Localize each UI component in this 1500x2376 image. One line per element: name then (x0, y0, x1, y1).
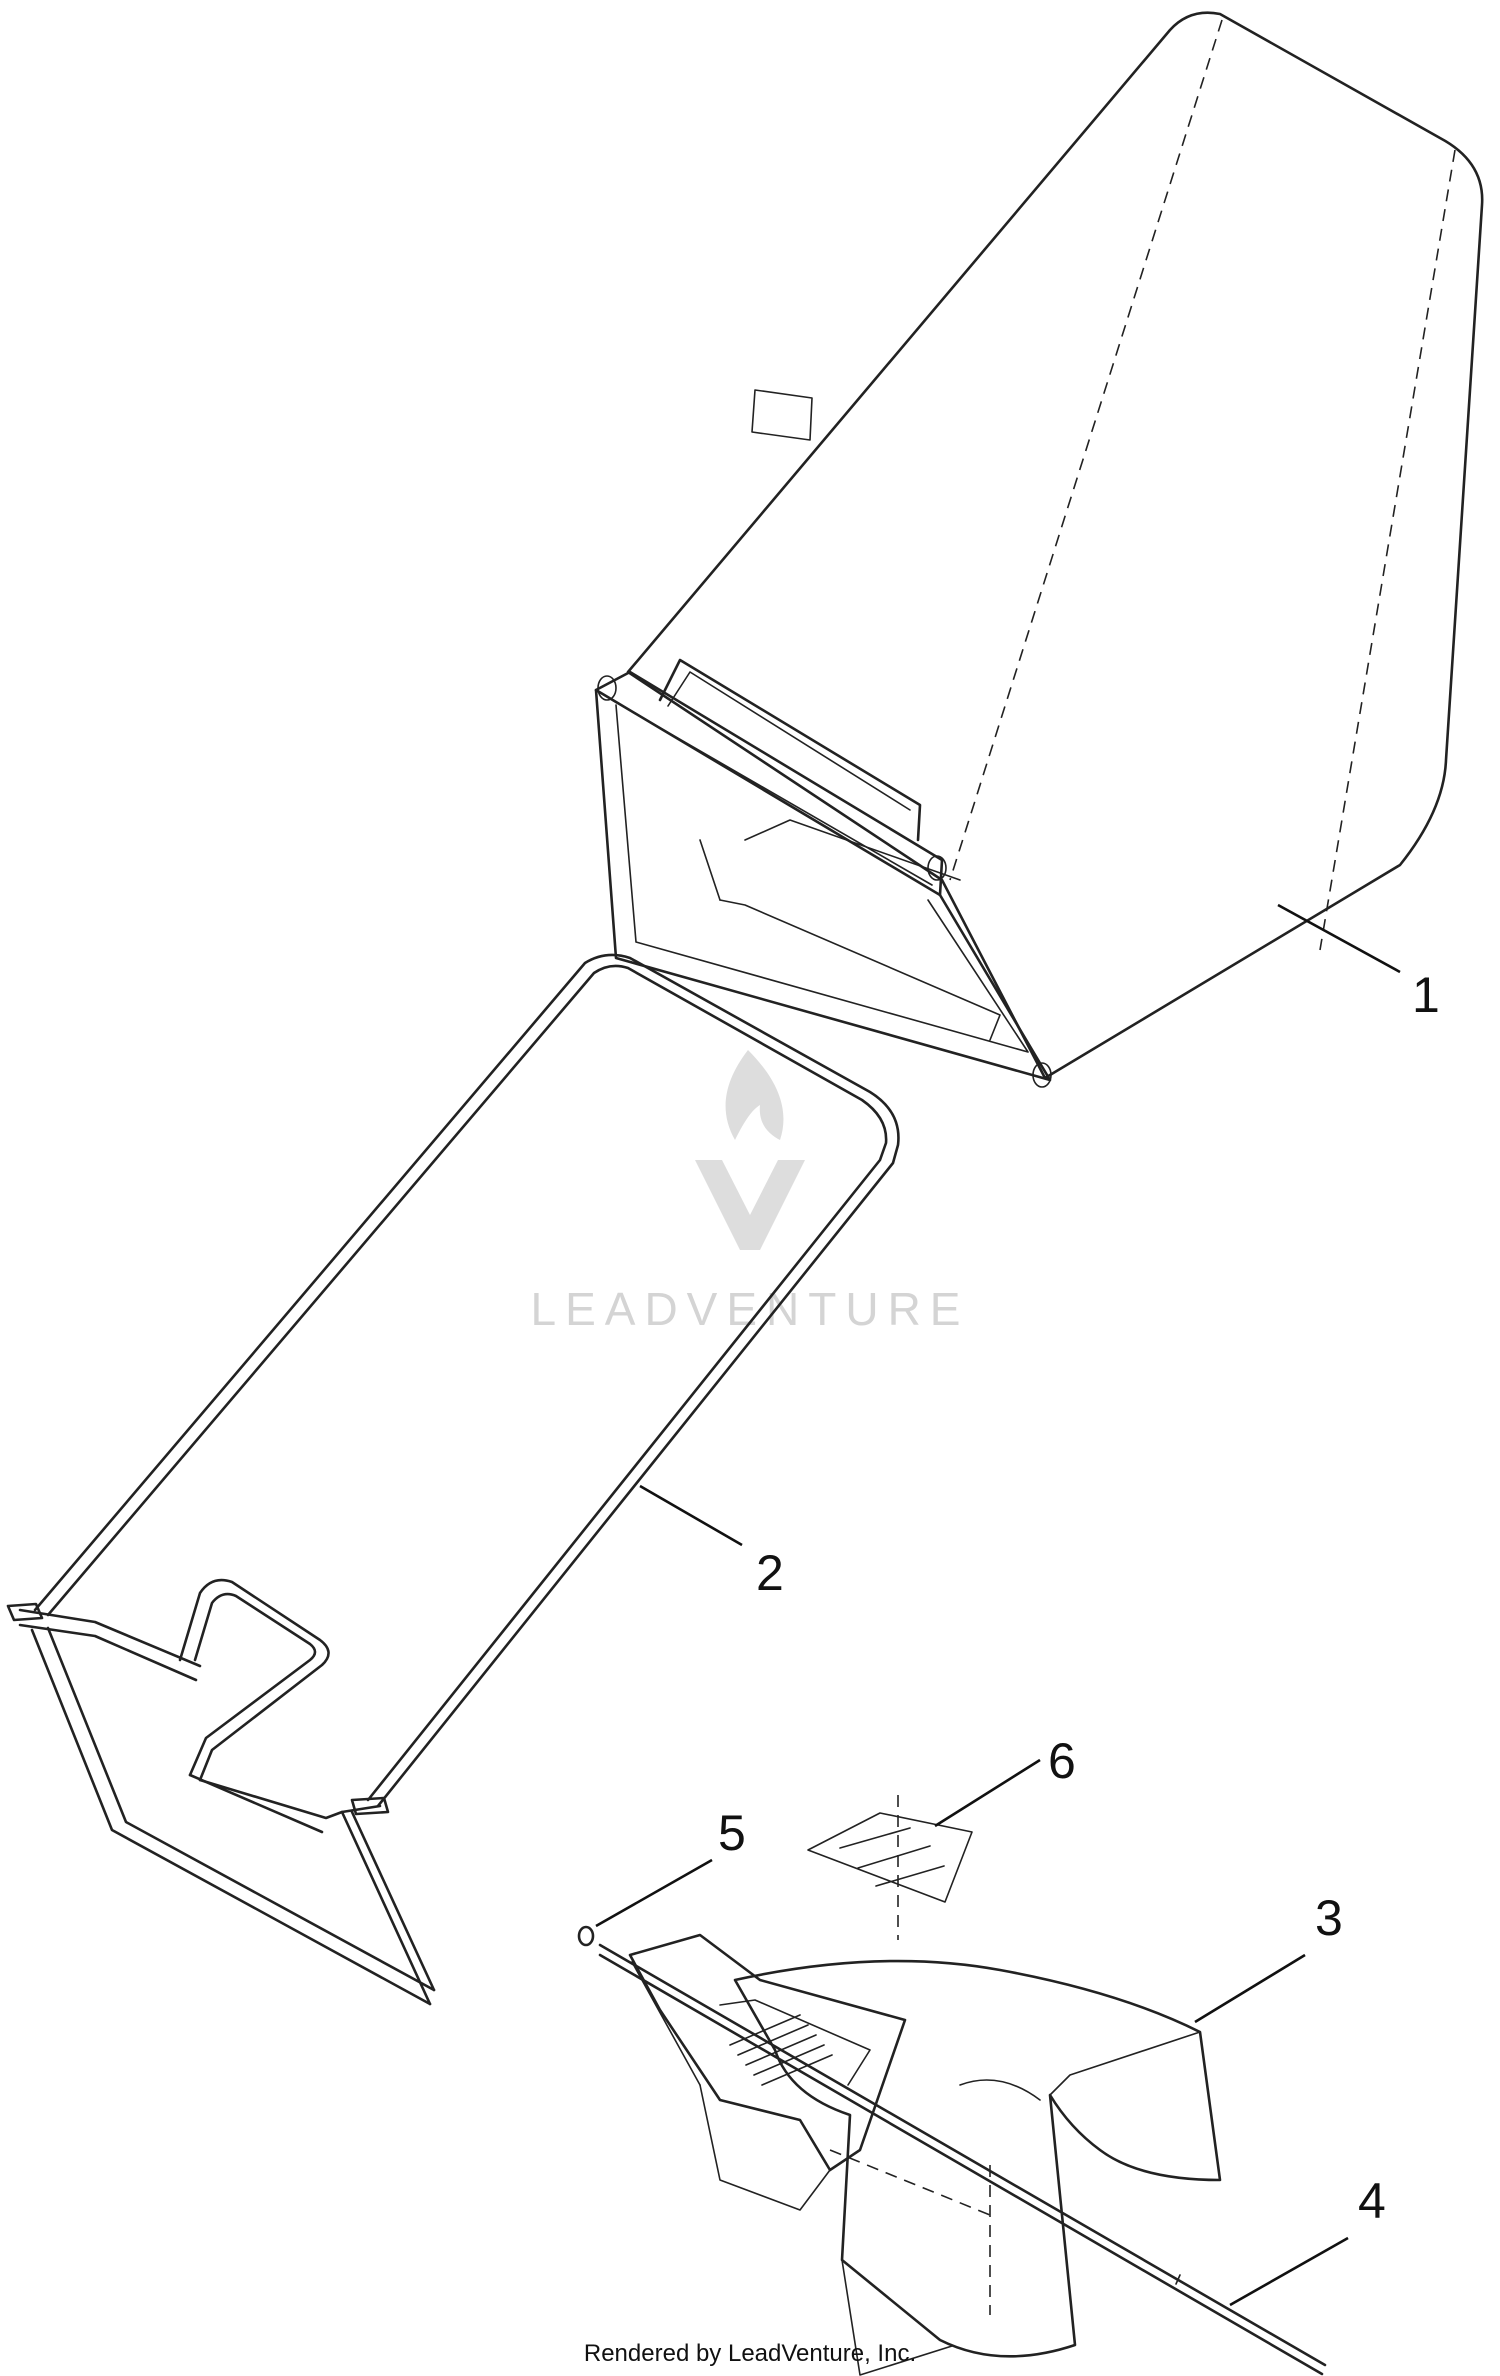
callout-labels: 1 2 3 4 5 6 (718, 967, 1440, 2229)
callout-2: 2 (756, 1545, 784, 1601)
leader-3 (1194, 1953, 1306, 2024)
leader-1 (1277, 903, 1401, 974)
leader-2 (639, 1484, 743, 1547)
callout-4: 4 (1358, 2173, 1386, 2229)
leadventure-flame-logo-icon (695, 1050, 805, 1250)
watermark-text: LEADVENTURE (531, 1283, 970, 1335)
callout-3: 3 (1315, 1890, 1343, 1946)
part-2-wire-frame (6, 953, 900, 2006)
leader-6 (934, 1758, 1041, 1828)
part-6-decal (807, 1812, 973, 1903)
part-3-chute-deflector (628, 1795, 1222, 2376)
callout-1: 1 (1412, 967, 1440, 1023)
callout-6: 6 (1048, 1733, 1076, 1789)
leader-lines (595, 903, 1401, 2307)
leader-4 (1229, 2236, 1349, 2307)
part-5-retaining-ring (577, 1925, 595, 1947)
part-4-hinge-rod (598, 1943, 1327, 2376)
render-credit: Rendered by LeadVenture, Inc. (583, 2340, 917, 2367)
callout-5: 5 (718, 1805, 746, 1861)
leader-5 (595, 1858, 713, 1928)
watermark: LEADVENTURE (531, 1050, 970, 1335)
part-1-grass-bag (594, 11, 1484, 1088)
